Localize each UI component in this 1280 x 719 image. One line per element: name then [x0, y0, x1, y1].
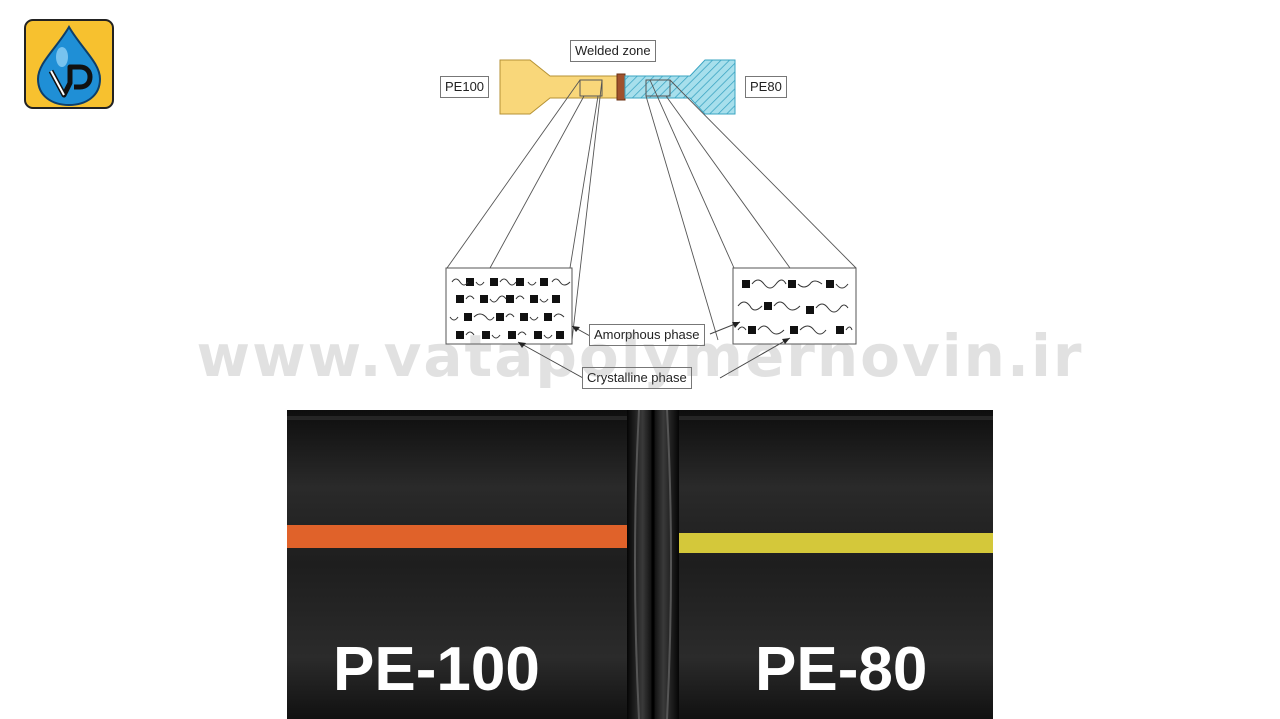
vp-logo-icon	[24, 19, 114, 109]
weld-seam	[616, 73, 626, 101]
pe80-specimen	[624, 59, 736, 115]
amorphous-phase-label: Amorphous phase	[589, 324, 705, 346]
welded-pipe-photo	[287, 410, 993, 719]
pe80-pipe-label: PE-80	[755, 635, 928, 704]
pe80-yellow-stripe	[672, 533, 993, 553]
pe100-label: PE100	[440, 76, 490, 98]
website-watermark: www.vatapolymernovin.ir	[196, 322, 1084, 390]
pipe-drawing	[287, 410, 993, 719]
crystalline-phase-label: Crystalline phase	[582, 367, 692, 389]
weld-microstructure-diagram: Welded zone PE100 PE80 Amorphous phase C…	[440, 40, 857, 389]
pe100-specimen	[499, 59, 619, 115]
welded-zone-label: Welded zone	[570, 40, 656, 62]
pe100-orange-stripe	[287, 525, 637, 548]
pe80-label: PE80	[745, 76, 787, 98]
pe100-pipe-label: PE-100	[333, 635, 540, 704]
diagram-drawing	[445, 59, 857, 379]
company-logo	[24, 19, 114, 109]
